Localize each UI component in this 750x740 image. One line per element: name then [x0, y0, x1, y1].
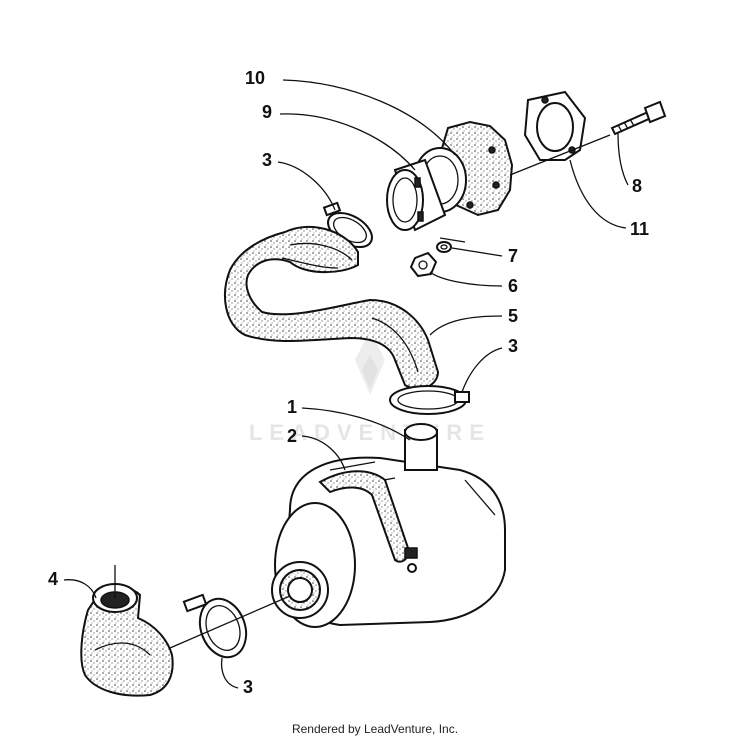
svg-text:6: 6	[508, 276, 518, 296]
assembly-axis-line	[509, 134, 611, 176]
svg-text:9: 9	[262, 102, 272, 122]
svg-text:11: 11	[630, 219, 649, 239]
svg-text:3: 3	[508, 336, 518, 356]
callout-4: 4	[48, 569, 97, 599]
callout-11: 11	[569, 159, 649, 239]
intake-hose	[224, 225, 440, 391]
callout-1: 1	[287, 397, 411, 441]
watermark: LEADVENTURE	[249, 330, 491, 445]
callout-8: 8	[617, 132, 642, 196]
strap	[318, 470, 418, 573]
watermark-text: LEADVENTURE	[249, 420, 491, 445]
callout-6: 6	[429, 271, 518, 296]
callout-3-upper: 3	[262, 150, 336, 211]
svg-text:5: 5	[508, 306, 518, 326]
svg-text:2: 2	[287, 426, 297, 446]
hose-clamp-lower	[182, 593, 248, 659]
footer-credit: Rendered by LeadVenture, Inc.	[291, 722, 459, 736]
nut-axis-line	[439, 237, 466, 243]
callout-5: 5	[429, 306, 518, 336]
svg-text:3: 3	[262, 150, 272, 170]
airbox-outlet	[271, 561, 329, 619]
svg-text:8: 8	[632, 176, 642, 196]
callout-10: 10	[245, 68, 456, 156]
callout-7: 7	[451, 246, 518, 266]
hose-clamp-middle	[389, 385, 470, 415]
svg-text:7: 7	[508, 246, 518, 266]
svg-text:3: 3	[243, 677, 253, 697]
callout-3-lower: 3	[220, 657, 253, 697]
exhaust-collar	[386, 158, 447, 232]
callout-9: 9	[262, 102, 416, 171]
bolt	[610, 100, 667, 136]
nut	[409, 251, 438, 278]
svg-text:10: 10	[245, 68, 265, 88]
gasket-ring	[523, 90, 587, 161]
washer	[436, 241, 452, 253]
lower-axis-line	[169, 595, 291, 649]
elbow-boot	[80, 565, 174, 697]
svg-text:4: 4	[48, 569, 58, 589]
callout-2: 2	[287, 426, 346, 471]
svg-text:1: 1	[287, 397, 297, 417]
callout-3-middle: 3	[461, 336, 518, 393]
